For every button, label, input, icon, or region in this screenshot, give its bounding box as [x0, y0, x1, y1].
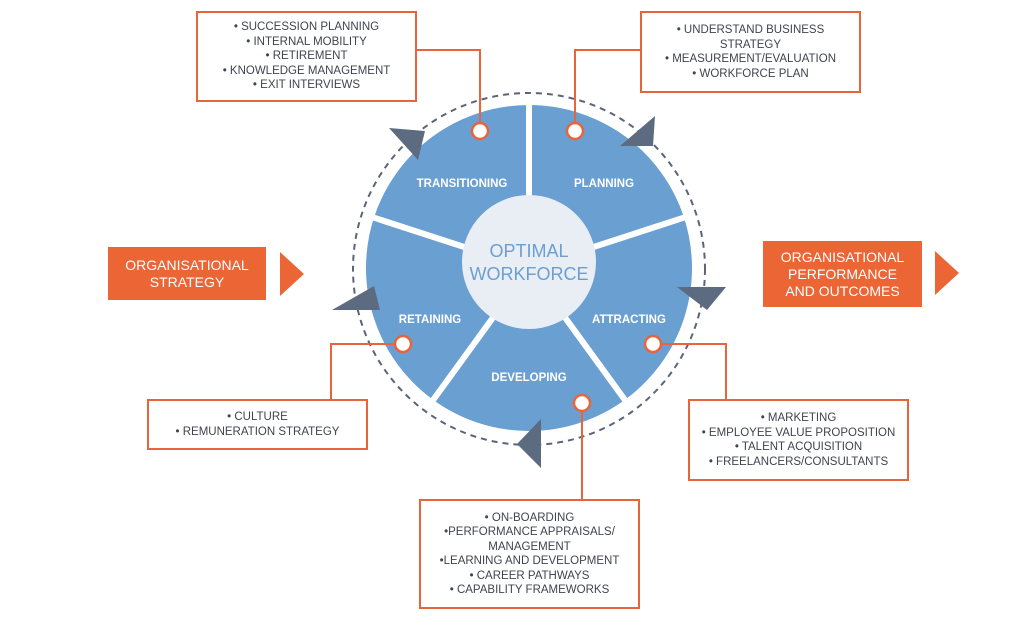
list-item: • WORKFORCE PLAN	[692, 67, 809, 80]
cycle-arrow-top-left-icon	[389, 128, 425, 160]
dot-retaining	[393, 334, 413, 354]
list-item: • EMPLOYEE VALUE PROPOSITION	[701, 426, 896, 439]
list-item: • FREELANCERS/CONSULTANTS	[708, 455, 889, 468]
connector-retaining	[330, 343, 403, 400]
developing-details-list: • ON-BOARDING •PERFORMANCE APPRAISALS/ M…	[440, 511, 620, 598]
center-circle	[462, 195, 596, 329]
list-item: • MEASUREMENT/EVALUATION	[664, 53, 836, 65]
dot-attracting	[643, 334, 663, 354]
connector-attracting	[653, 343, 727, 400]
list-item: STRATEGY	[719, 38, 782, 51]
segment-label-retaining: RETAINING	[399, 314, 461, 326]
dot-planning	[565, 121, 585, 141]
connector-dots	[393, 121, 663, 413]
list-item: • RETIREMENT	[265, 50, 348, 63]
retaining-details-box: • CULTURE • REMUNERATION STRATEGY	[147, 399, 368, 450]
cycle-arrow-right-icon	[677, 287, 726, 310]
cycle-arrow-left-icon	[332, 286, 380, 310]
list-item: • MARKETING	[760, 412, 837, 424]
list-item: • EXIT INTERVIEWS	[252, 79, 361, 92]
segment-label-attracting: ATTRACTING	[592, 314, 666, 326]
segment-label-planning: PLANNING	[574, 178, 634, 190]
list-item: • CULTURE	[227, 411, 288, 423]
developing-details-box: • ON-BOARDING •PERFORMANCE APPRAISALS/ M…	[419, 499, 640, 609]
list-item: • CAPABILITY FRAMEWORKS	[449, 584, 610, 596]
list-item: MANAGEMENT	[488, 540, 571, 553]
attracting-details-list: • MARKETING • EMPLOYEE VALUE PROPOSITION…	[702, 411, 896, 469]
segment-label-developing: DEVELOPING	[491, 372, 566, 384]
cycle-arrow-top-right-icon	[620, 116, 655, 146]
list-item: • UNDERSTAND BUSINESS	[676, 24, 825, 36]
attracting-details-box: • MARKETING • EMPLOYEE VALUE PROPOSITION…	[688, 399, 909, 481]
output-label-line1: ORGANISATIONAL	[780, 248, 905, 265]
planning-details-box: • UNDERSTAND BUSINESS STRATEGY • MEASURE…	[640, 11, 861, 93]
input-label-line1: ORGANISATIONAL	[125, 256, 249, 273]
segment-label-transitioning: TRANSITIONING	[417, 178, 508, 190]
center-title-line1: OPTIMAL	[489, 241, 568, 261]
output-label-line2: PERFORMANCE	[788, 265, 897, 282]
input-arrow-icon	[280, 252, 304, 296]
list-item: •LEARNING AND DEVELOPMENT	[439, 555, 620, 567]
connector-lines	[330, 49, 727, 500]
center-title-line2: WORKFORCE	[470, 264, 589, 284]
output-label-line3: AND OUTCOMES	[785, 282, 900, 299]
dot-transitioning	[470, 121, 490, 141]
list-item: • INTERNAL MOBILITY	[246, 35, 367, 48]
connector-planning	[574, 49, 641, 131]
list-item: • TALENT ACQUISITION	[734, 441, 863, 453]
connector-transitioning	[416, 49, 481, 131]
list-item: • CAREER PATHWAYS	[469, 569, 590, 582]
output-arrow-icon	[935, 251, 959, 295]
transitioning-details-list: • SUCCESSION PLANNING • INTERNAL MOBILIT…	[223, 20, 391, 93]
list-item: •PERFORMANCE APPRAISALS/	[444, 526, 615, 538]
retaining-details-list: • CULTURE • REMUNERATION STRATEGY	[176, 410, 340, 439]
transitioning-details-box: • SUCCESSION PLANNING • INTERNAL MOBILIT…	[196, 11, 417, 102]
list-item: • SUCCESSION PLANNING	[233, 21, 380, 34]
list-item: • KNOWLEDGE MANAGEMENT	[222, 64, 391, 77]
input-label-line2: STRATEGY	[149, 273, 225, 290]
dot-developing	[572, 393, 592, 413]
cycle-arrow-bottom-icon	[517, 419, 541, 468]
planning-details-list: • UNDERSTAND BUSINESS STRATEGY • MEASURE…	[665, 23, 836, 81]
list-item: • ON-BOARDING	[484, 511, 575, 524]
organisational-strategy-input: ORGANISATIONAL STRATEGY	[108, 247, 266, 300]
organisational-outcomes-output: ORGANISATIONAL PERFORMANCE AND OUTCOMES	[763, 241, 922, 307]
list-item: • REMUNERATION STRATEGY	[175, 425, 340, 438]
